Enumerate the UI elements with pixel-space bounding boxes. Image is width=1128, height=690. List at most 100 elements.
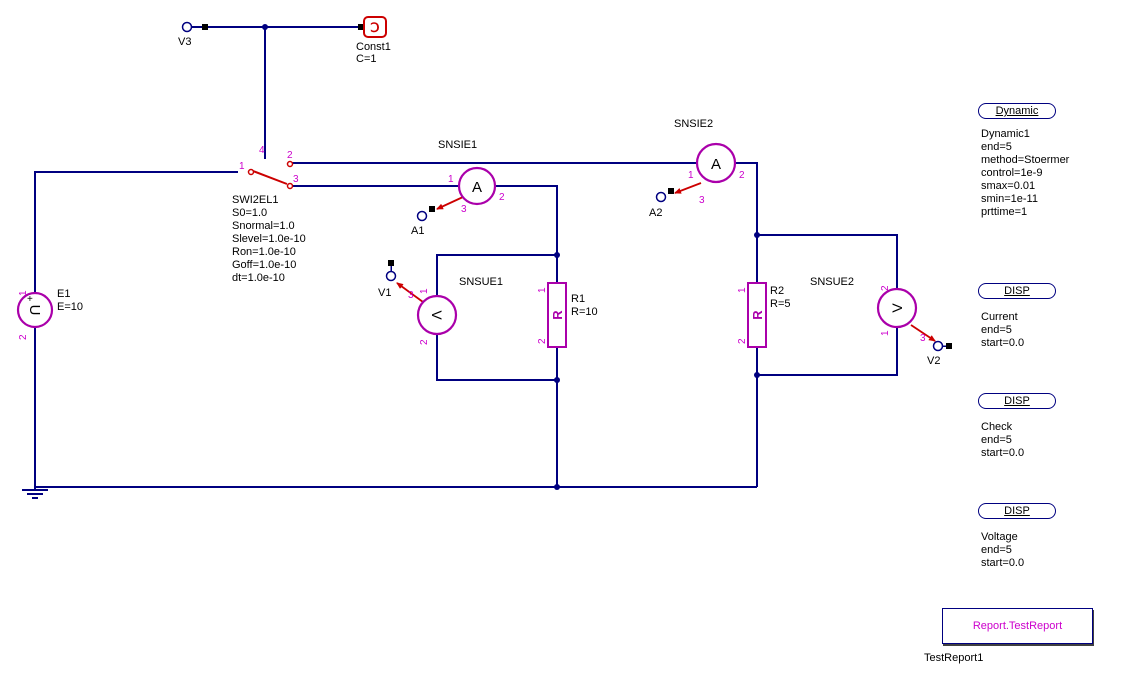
e1-name: E1 — [57, 288, 71, 300]
disp-button-current[interactable]: DISP — [978, 283, 1056, 299]
junction-dots — [262, 24, 760, 490]
switch-param-line: dt=1.0e-10 — [232, 272, 285, 284]
snsue1-glyph: V — [429, 310, 445, 320]
r1-glyph: R — [550, 310, 565, 320]
switch-pin-2: 2 — [287, 150, 293, 161]
dynamic-line: Dynamic1 — [981, 128, 1030, 140]
snsue1-pin-1: 1 — [419, 288, 430, 294]
v3-label: V3 — [178, 36, 192, 48]
dynamic-line: smin=1e-11 — [981, 193, 1038, 205]
v1-node[interactable] — [385, 270, 397, 282]
disp-current-line: Current — [981, 311, 1018, 323]
snsue2-pin-2: 2 — [880, 285, 891, 291]
disp-voltage-line: Voltage — [981, 531, 1018, 543]
a1-label: A1 — [411, 225, 425, 237]
snsie1-pin-1: 1 — [448, 174, 454, 185]
report-caption: TestReport1 — [924, 652, 984, 664]
snsie2-pin-3: 3 — [699, 195, 705, 206]
r1-name: R1 — [571, 293, 586, 305]
report-box[interactable]: Report.TestReport — [942, 608, 1093, 644]
voltage-sensor-snsue2[interactable]: V 2 1 3 — [876, 285, 926, 344]
v2-node[interactable] — [932, 340, 944, 352]
a2-label: A2 — [649, 207, 663, 219]
switch-pin-4: 4 — [259, 145, 265, 156]
disp-check-line: end=5 — [981, 434, 1012, 446]
resistor-r2[interactable]: R 1 2 — [737, 282, 767, 348]
connector-nodes — [181, 21, 944, 352]
dynamic-line: prttime=1 — [981, 206, 1028, 218]
voltage-source-e1[interactable]: U + 1 2 — [16, 290, 54, 340]
snsue2-glyph: V — [889, 303, 905, 313]
a2-node[interactable] — [655, 191, 667, 203]
r1-param: R=10 — [571, 306, 598, 318]
snsue2-pin-1: 1 — [880, 330, 891, 336]
switch-pin-1: 1 — [239, 161, 245, 172]
dynamic-line: method=Stoermer — [981, 154, 1070, 166]
wires — [34, 26, 947, 488]
disp-button-voltage[interactable]: DISP — [978, 503, 1056, 519]
e1-pin-1: 1 — [18, 290, 29, 296]
resistor-r1[interactable]: R 1 2 — [537, 282, 567, 348]
disp-current-line: end=5 — [981, 324, 1012, 336]
snsie2-pin-2: 2 — [739, 170, 745, 181]
disp-check-line: start=0.0 — [981, 447, 1025, 459]
v1-label: V1 — [378, 287, 392, 299]
a1-arrow — [436, 196, 464, 210]
switch-param-line: Goff=1.0e-10 — [232, 259, 297, 271]
snsie1-pin-3: 3 — [461, 204, 467, 215]
v2-label: V2 — [927, 355, 941, 367]
r1-pin-1: 1 — [537, 287, 548, 293]
current-sensor-snsie1[interactable]: A 1 2 3 — [448, 166, 505, 215]
dynamic-button[interactable]: Dynamic — [978, 103, 1056, 119]
terminal-squares — [202, 24, 952, 349]
v1-arrow — [396, 282, 424, 303]
disp-current-line: start=0.0 — [981, 337, 1025, 349]
switch-swi2el1[interactable]: 1 4 2 3 — [239, 145, 299, 190]
e1-pin-2: 2 — [18, 334, 29, 340]
dynamic-line: smax=0.01 — [981, 180, 1036, 192]
snsue1-pin-3: 3 — [408, 290, 414, 301]
v3-node[interactable] — [181, 21, 193, 33]
ground-symbol[interactable] — [22, 487, 48, 499]
disp-voltage-line: start=0.0 — [981, 557, 1025, 569]
switch-pin-3: 3 — [293, 174, 299, 185]
const1-block[interactable]: Ↄ — [363, 16, 387, 38]
const1-name: Const1 — [356, 41, 391, 53]
switch-param-line: Ron=1.0e-10 — [232, 246, 296, 258]
switch-param-line: S0=1.0 — [232, 207, 268, 219]
disp-check-line: Check — [981, 421, 1013, 433]
snsue2-name: SNSUE2 — [810, 276, 855, 288]
r2-pin-2: 2 — [737, 338, 748, 344]
voltage-sensor-snsue1[interactable]: V 1 2 3 — [408, 288, 458, 345]
snsie1-glyph: A — [472, 179, 482, 196]
v2-arrow — [910, 324, 936, 342]
switch-param-line: Snormal=1.0 — [232, 220, 295, 232]
disp-button-check[interactable]: DISP — [978, 393, 1056, 409]
snsie2-pin-1: 1 — [688, 170, 694, 181]
r2-name: R2 — [770, 285, 785, 297]
snsie1-pin-2: 2 — [499, 192, 505, 203]
const1-param: C=1 — [356, 53, 377, 65]
e1-param: E=10 — [57, 301, 83, 313]
a1-node[interactable] — [416, 210, 428, 222]
dynamic-line: end=5 — [981, 141, 1012, 153]
snsie2-glyph: A — [711, 156, 721, 173]
snsie2-name: SNSIE2 — [674, 118, 714, 130]
sensor-signal-arrows — [396, 182, 936, 342]
snsue2-pin-3: 3 — [920, 333, 926, 344]
r2-glyph: R — [750, 310, 765, 320]
switch-name: SWI2EL1 — [232, 194, 279, 206]
snsie1-name: SNSIE1 — [438, 139, 478, 151]
current-sensor-snsie2[interactable]: A 1 2 3 — [688, 142, 745, 206]
r1-pin-2: 2 — [537, 338, 548, 344]
disp-voltage-line: end=5 — [981, 544, 1012, 556]
r2-param: R=5 — [770, 298, 791, 310]
dynamic-line: control=1e-9 — [981, 167, 1043, 179]
snsue1-name: SNSUE1 — [459, 276, 504, 288]
a2-arrow — [674, 182, 702, 194]
e1-plus-sign: + — [27, 294, 33, 305]
r2-pin-1: 1 — [737, 287, 748, 293]
e1-glyph: U — [26, 305, 43, 316]
